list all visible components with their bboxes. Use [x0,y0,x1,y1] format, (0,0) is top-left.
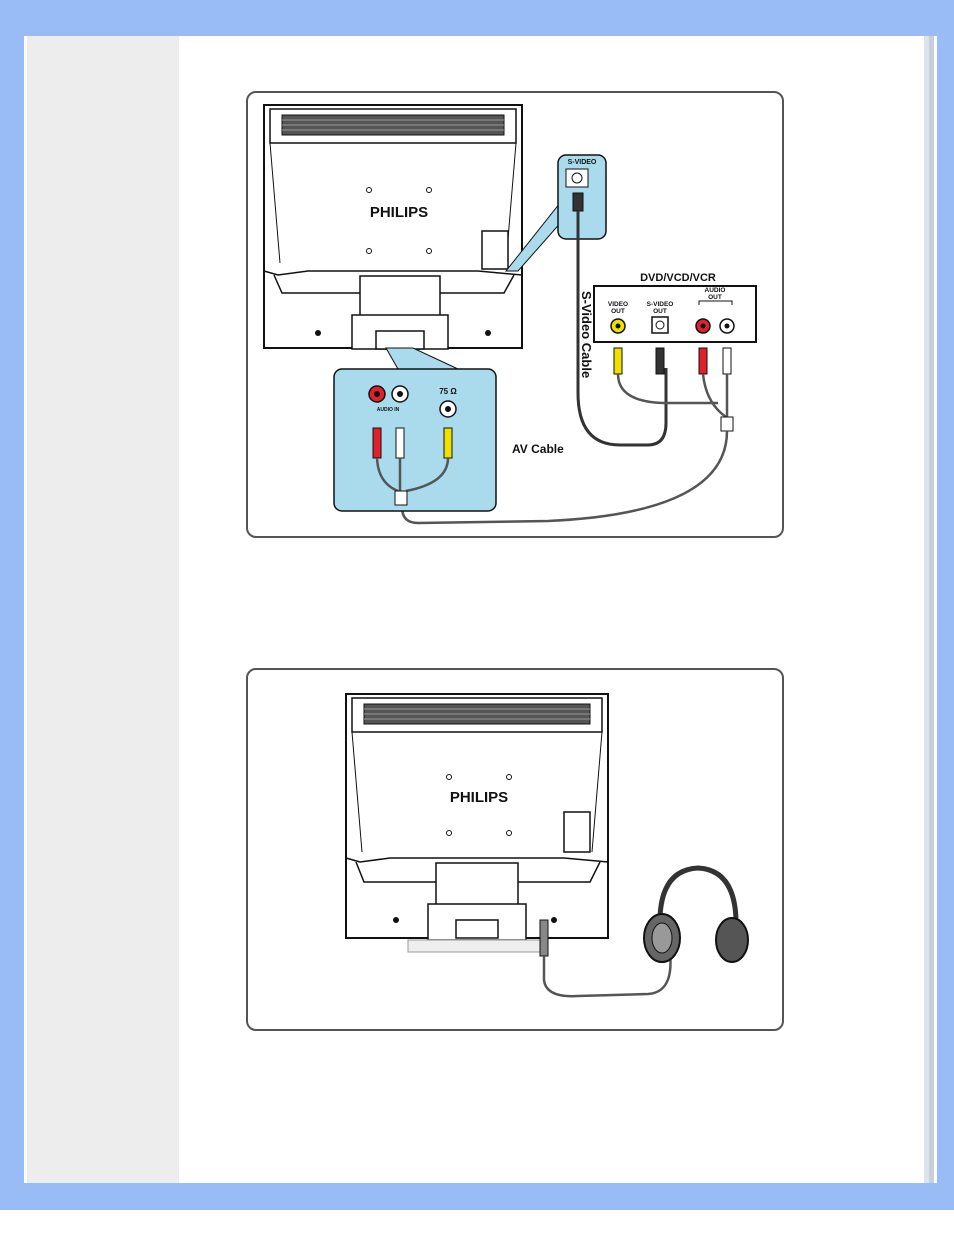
headphone-connection-diagram: PHILIPS [246,668,784,1031]
monitor-brand-logo: PHILIPS [450,789,508,806]
right-border-stripe-dark [929,36,934,1183]
monitor-back [264,105,522,349]
monitor-back [346,694,608,952]
svideo-out-label-line1: S-VIDEO [647,301,674,308]
page-frame-left [0,0,24,1210]
monitor-brand-logo: PHILIPS [370,204,428,221]
page-frame-bottom [0,1183,954,1210]
audio-out-label-line1: AUDIO [705,287,726,294]
audio-in-label: AUDIO IN [377,407,400,413]
video-out-label-line1: VIDEO [608,301,628,308]
page-frame-top [0,0,954,36]
device-plugs [614,348,733,431]
audio-out-label-line2: OUT [708,294,722,301]
av-cable-label: AV Cable [512,442,564,456]
svideo-out-label-line2: OUT [653,308,667,315]
device-label: DVD/VCD/VCR [640,272,716,284]
headphones-icon [644,868,748,962]
svideo-port-label: S-VIDEO [568,159,597,166]
av-input-callout [334,348,496,511]
svideo-cable-label: S-Video Cable [579,291,594,378]
left-sidebar-panel [27,36,179,1183]
page-frame-right [937,0,954,1210]
impedance-label: 75 Ω [439,387,457,396]
video-out-label-line2: OUT [611,308,625,315]
av-connection-diagram: PHILIPS S-VIDEO S-Video Cable DVD/VCD/VC [246,91,784,538]
